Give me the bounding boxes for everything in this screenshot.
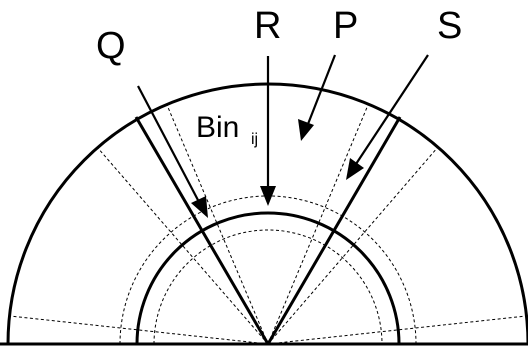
label-p: P — [333, 5, 358, 47]
arrow-s-head — [346, 158, 364, 180]
dashed-ray-right-low — [267, 315, 527, 345]
label-s: S — [437, 5, 462, 47]
dashed-arc-inner — [153, 229, 383, 345]
inner-arc — [135, 211, 401, 345]
label-r: R — [254, 5, 281, 47]
sector-boundary-left — [134, 116, 270, 345]
arrow-p-line — [306, 54, 337, 125]
arrow-s-line — [355, 54, 429, 165]
dashed-ray-left-1 — [96, 146, 269, 345]
dashed-ray-left-2 — [166, 104, 269, 345]
dashed-ray-right-1 — [267, 104, 369, 345]
bin-label: Bin — [196, 111, 239, 144]
dashed-arc-outer — [119, 195, 417, 345]
dashed-ray-right-2 — [267, 146, 439, 345]
sector-boundary-right — [266, 116, 402, 345]
arrow-r-head — [260, 186, 276, 206]
dashed-ray-left-low — [9, 315, 269, 345]
arrow-p-head — [298, 119, 314, 141]
label-q: Q — [96, 25, 126, 67]
bin-subscript: ij — [251, 131, 258, 148]
arrow-q-head — [191, 196, 208, 218]
arrow-q-line — [137, 85, 200, 203]
